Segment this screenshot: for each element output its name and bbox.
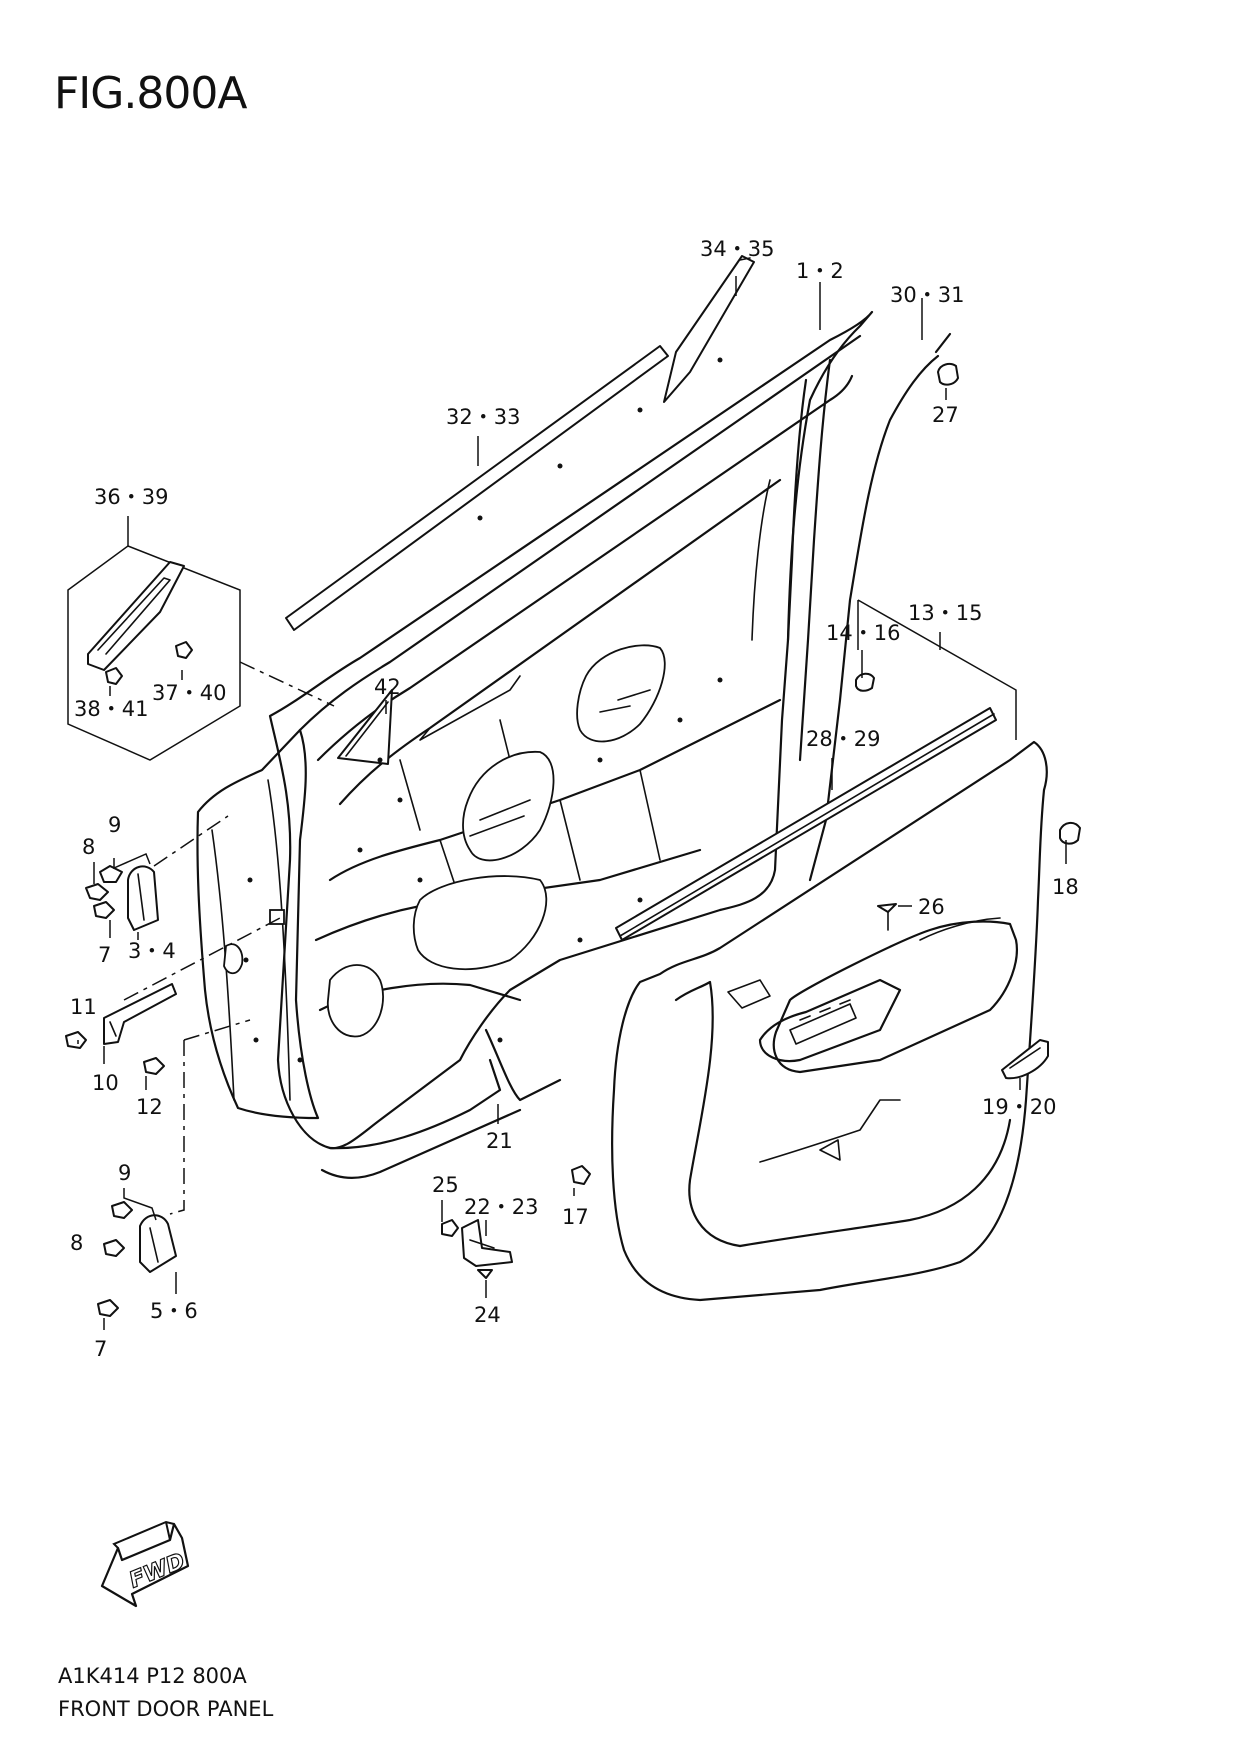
part-36-39-garnish [87,561,185,671]
door-fastener-holes [243,357,723,1063]
callout-32-33: 32・33 [446,405,520,429]
door-weatherstrip [320,1108,522,1179]
callout-7-upper: 7 [98,943,111,967]
upper-hinge-bolts [85,865,123,919]
callout-3-4: 3・4 [128,939,176,963]
callout-10: 10 [92,1071,119,1095]
door-check-10 [103,983,177,1045]
sash-molding [663,255,755,403]
part-12-bolt [143,1057,165,1075]
callout-30-31: 30・31 [890,283,964,307]
callout-22-23: 22・23 [464,1195,538,1219]
trim-cover-19-20 [1001,1039,1049,1080]
part-37-40-clip [175,641,193,659]
service-hole-2 [576,644,666,743]
callout-8-upper: 8 [82,835,95,859]
diagram-code: A1K414 P12 800A [58,1664,247,1688]
callout-7-lower: 7 [94,1337,107,1361]
callout-19-20: 19・20 [982,1095,1056,1119]
lower-hinge-5-6 [139,1214,177,1273]
part-26-screw [877,903,897,913]
callout-9-lower: 9 [118,1161,131,1185]
callout-9-upper: 9 [108,813,121,837]
part-38-41-clip [105,667,123,685]
lower-hinge-bolts [97,1201,133,1317]
door-trim-panel [611,740,1048,1302]
part-14-16-clip [855,672,875,692]
callout-26: 26 [918,895,945,919]
callout-21: 21 [486,1129,513,1153]
part-17-clip [571,1165,591,1185]
callout-24: 24 [474,1303,501,1327]
callout-38-41: 38・41 [74,697,148,721]
callout-17: 17 [562,1205,589,1229]
service-hole-1 [462,751,555,862]
fwd-arrow-icon: FWD [100,1520,189,1608]
callout-1-2: 1・2 [796,259,844,283]
part-18-clip [1059,822,1081,845]
service-hole-3 [412,875,548,971]
callout-42: 42 [374,675,401,699]
callout-28-29: 28・29 [806,727,880,751]
callout-8-lower: 8 [70,1231,83,1255]
speaker-hole [327,964,384,1038]
callout-25: 25 [432,1173,459,1197]
door-hinge-face [196,728,320,1120]
callout-13-15: 13・15 [908,601,982,625]
part-25-nut [441,1219,459,1237]
belt-molding-upper [285,345,669,631]
part-22-23-bracket [461,1219,513,1267]
callout-37-40: 37・40 [152,681,226,705]
door-inner-panel [268,310,874,1150]
callout-27: 27 [932,403,959,427]
callout-14-16: 14・16 [826,621,900,645]
callout-18: 18 [1052,875,1079,899]
part-24-screw [477,1269,493,1279]
callout-11: 11 [70,995,97,1019]
part-27-bumper [937,363,959,386]
callout-34-35: 34・35 [700,237,774,261]
figure-title: FIG.800A [54,68,247,119]
callout-5-6: 5・6 [150,1299,198,1323]
diagram-caption: FRONT DOOR PANEL [58,1697,274,1721]
callout-12: 12 [136,1095,163,1119]
callout-36-39: 36・39 [94,485,168,509]
part-11-bolt [65,1031,87,1049]
upper-hinge-3-4 [127,865,159,931]
